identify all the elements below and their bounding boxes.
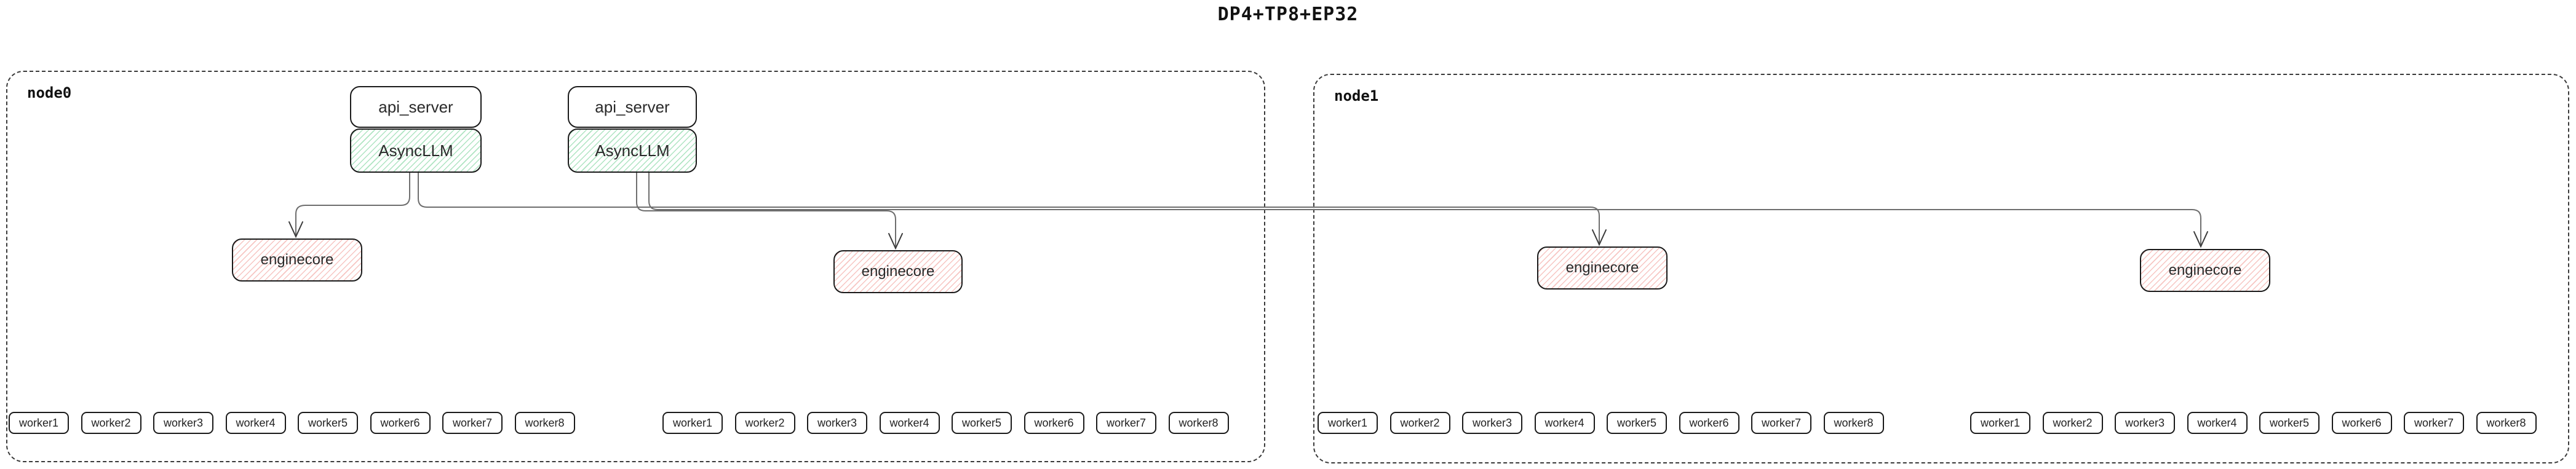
worker-chip: worker5	[1607, 412, 1667, 434]
worker-chip: worker3	[1462, 412, 1522, 434]
api-server-box-1: api_server	[350, 86, 482, 128]
worker-chip: worker6	[370, 412, 431, 434]
node0-label: node0	[27, 84, 72, 101]
worker-row-node0-group1: worker1 worker2 worker3 worker4 worker5 worke…	[9, 412, 575, 434]
node1-cluster: node1	[1313, 74, 2569, 463]
worker-chip: worker2	[2042, 412, 2103, 434]
api-server-box-2: api_server	[568, 86, 697, 128]
worker-chip: worker4	[879, 412, 940, 434]
worker-chip: worker7	[1096, 412, 1156, 434]
worker-row-node1-group1: worker1 worker2 worker3 worker4 worker5 worke…	[1318, 412, 1884, 434]
worker-chip: worker8	[1168, 412, 1229, 434]
node0-cluster: node0	[6, 71, 1265, 462]
worker-chip: worker4	[2187, 412, 2248, 434]
worker-row-node0-group2: worker1 worker2 worker3 worker4 worker5 worke…	[662, 412, 1229, 434]
worker-chip: worker5	[2259, 412, 2320, 434]
worker-chip: worker4	[1534, 412, 1595, 434]
worker-chip: worker3	[807, 412, 867, 434]
worker-chip: worker7	[442, 412, 503, 434]
asyncllm-box-1: AsyncLLM	[350, 128, 482, 173]
worker-chip: worker6	[1679, 412, 1739, 434]
worker-chip: worker3	[2115, 412, 2175, 434]
worker-chip: worker8	[514, 412, 575, 434]
worker-chip: worker2	[81, 412, 141, 434]
asyncllm-box-2: AsyncLLM	[568, 128, 697, 173]
worker-chip: worker2	[1389, 412, 1450, 434]
worker-chip: worker5	[298, 412, 358, 434]
worker-chip: worker8	[1823, 412, 1884, 434]
worker-chip: worker1	[1318, 412, 1378, 434]
enginecore-box-1: enginecore	[232, 238, 362, 282]
worker-chip: worker1	[9, 412, 69, 434]
worker-chip: worker3	[153, 412, 213, 434]
worker-chip: worker7	[2404, 412, 2464, 434]
worker-chip: worker2	[734, 412, 795, 434]
worker-chip: worker4	[225, 412, 286, 434]
worker-chip: worker1	[662, 412, 723, 434]
enginecore-box-3: enginecore	[1537, 246, 1668, 290]
worker-chip: worker8	[2476, 412, 2537, 434]
worker-chip: worker1	[1970, 412, 2030, 434]
enginecore-box-4: enginecore	[2140, 249, 2270, 292]
enginecore-box-2: enginecore	[833, 250, 963, 293]
worker-chip: worker6	[2331, 412, 2392, 434]
worker-row-node1-group2: worker1 worker2 worker3 worker4 worker5 worke…	[1970, 412, 2537, 434]
worker-chip: worker7	[1751, 412, 1811, 434]
worker-chip: worker5	[952, 412, 1012, 434]
diagram-title: DP4+TP8+EP32	[1217, 4, 1359, 25]
node1-label: node1	[1334, 87, 1379, 104]
worker-chip: worker6	[1024, 412, 1084, 434]
